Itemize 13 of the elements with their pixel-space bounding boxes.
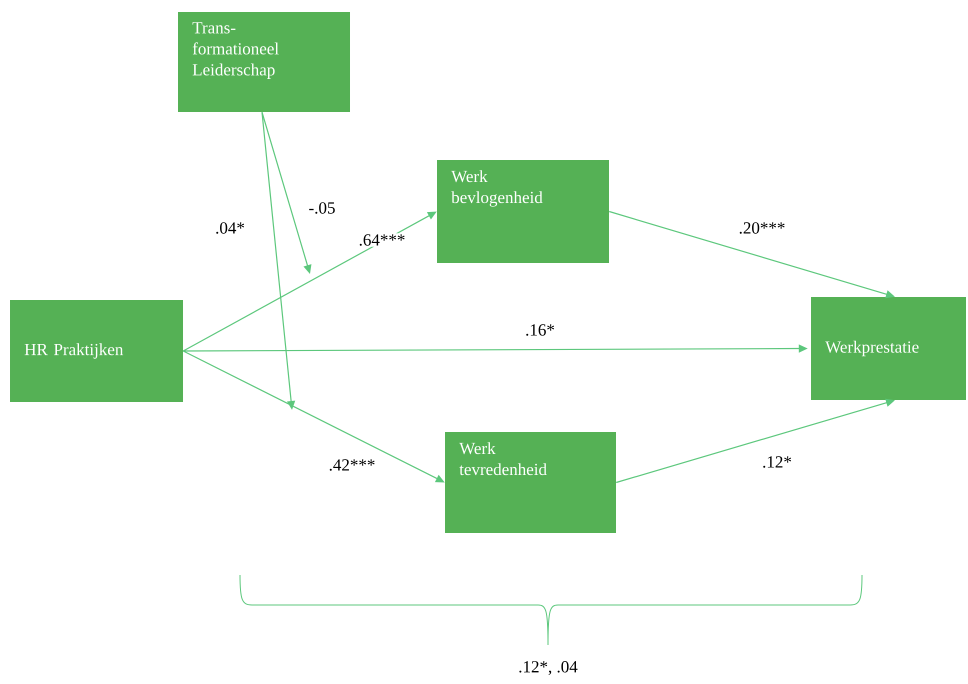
edge-label: -.05 — [308, 201, 336, 215]
variable-box: Werk tevredenheid — [445, 432, 616, 533]
brace-label: .12*, .04 — [519, 661, 578, 675]
edge-label: .64*** — [358, 233, 406, 247]
variable-box: Werk bevlogenheid — [437, 160, 609, 263]
edge-label: .04* — [214, 221, 246, 235]
edge-label: .16* — [524, 323, 556, 337]
edge-label: .20*** — [738, 221, 786, 235]
variable-box: HR Praktijken — [10, 300, 183, 402]
variable-box: Trans- formationeel Leiderschap — [178, 12, 350, 112]
edge-label: .42*** — [328, 458, 376, 472]
edge-label: .12* — [761, 455, 793, 469]
variable-box: Werkprestatie — [811, 297, 966, 400]
